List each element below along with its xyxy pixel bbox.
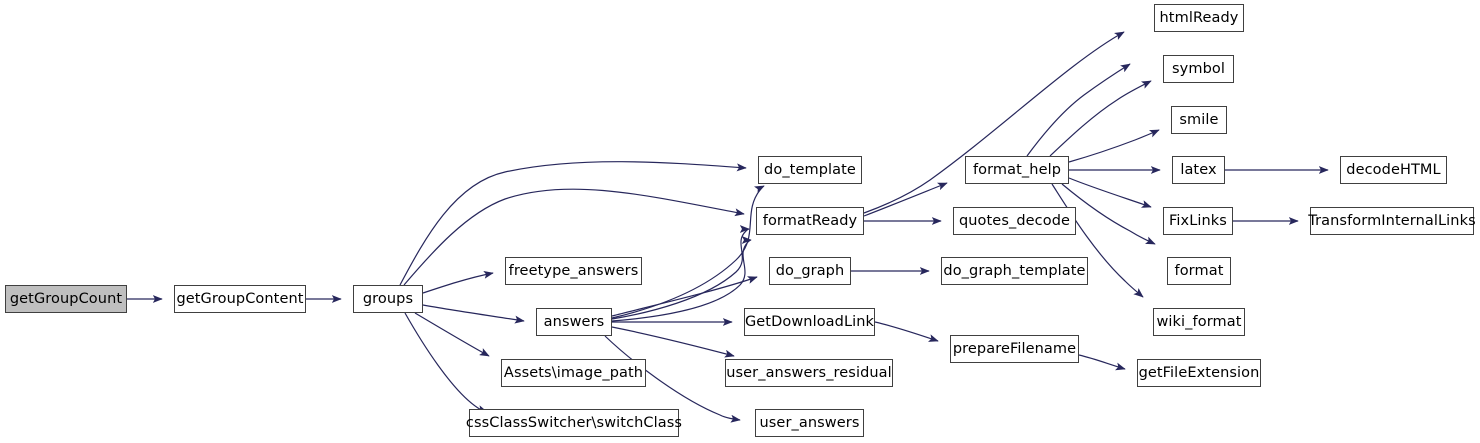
node-label: getGroupContent (176, 290, 304, 307)
node-label: formatReady (762, 212, 858, 229)
node-freetype_answers[interactable]: freetype_answers (505, 257, 642, 285)
node-label: getGroupCount (9, 290, 123, 307)
node-label: format_help (972, 161, 1062, 178)
node-wiki_format[interactable]: wiki_format (1153, 308, 1245, 336)
node-user_answers_residual[interactable]: user_answers_residual (725, 359, 893, 387)
node-FixLinks[interactable]: FixLinks (1163, 207, 1233, 235)
node-label: wiki_format (1156, 313, 1242, 330)
node-smile[interactable]: smile (1171, 106, 1227, 134)
node-label: freetype_answers (508, 262, 639, 279)
node-getGroupContent[interactable]: getGroupContent (174, 285, 306, 313)
node-label: do_template (764, 161, 856, 178)
node-formatReady[interactable]: formatReady (756, 207, 864, 235)
node-answers[interactable]: answers (536, 308, 612, 336)
node-label: do_graph_template (943, 262, 1086, 279)
node-format[interactable]: format (1167, 257, 1231, 285)
node-label: groups (362, 290, 414, 307)
node-prepareFilename[interactable]: prepareFilename (950, 335, 1079, 363)
node-label: decodeHTML (1346, 161, 1441, 178)
node-label: GetDownloadLink (744, 313, 875, 330)
node-label: latex (1180, 161, 1217, 178)
node-TransformInternalLinks[interactable]: TransformInternalLinks (1308, 207, 1476, 235)
node-quotes_decode[interactable]: quotes_decode (953, 207, 1076, 235)
node-getGroupCount[interactable]: getGroupCount (5, 285, 127, 313)
node-label: TransformInternalLinks (1308, 212, 1476, 229)
node-label: user_answers (759, 414, 860, 431)
node-label: FixLinks (1169, 212, 1227, 229)
node-htmlReady[interactable]: htmlReady (1154, 4, 1244, 32)
node-groups[interactable]: groups (353, 285, 423, 313)
node-Assets_image_path[interactable]: Assets\image_path (501, 359, 646, 387)
node-GetDownloadLink[interactable]: GetDownloadLink (744, 308, 875, 336)
node-do_graph[interactable]: do_graph (769, 257, 851, 285)
node-label: format (1174, 262, 1224, 279)
node-user_answers[interactable]: user_answers (755, 409, 864, 437)
node-getFileExtension[interactable]: getFileExtension (1137, 359, 1261, 387)
node-label: prepareFilename (952, 340, 1077, 357)
node-decodeHTML[interactable]: decodeHTML (1340, 156, 1447, 184)
node-format_help[interactable]: format_help (965, 156, 1069, 184)
node-cssClassSwitcher_switchClass[interactable]: cssClassSwitcher\switchClass (465, 409, 683, 437)
node-label: getFileExtension (1138, 364, 1260, 381)
node-do_graph_template[interactable]: do_graph_template (941, 257, 1088, 285)
node-label: symbol (1172, 60, 1225, 77)
node-label: smile (1179, 111, 1219, 128)
node-label: answers (543, 313, 605, 330)
node-symbol[interactable]: symbol (1163, 55, 1234, 83)
node-latex[interactable]: latex (1172, 156, 1225, 184)
node-label: Assets\image_path (503, 364, 644, 381)
node-label: quotes_decode (958, 212, 1071, 229)
node-label: htmlReady (1159, 9, 1239, 26)
node-do_template[interactable]: do_template (758, 156, 862, 184)
node-label: cssClassSwitcher\switchClass (465, 414, 683, 431)
node-label: user_answers_residual (726, 364, 892, 381)
node-label: do_graph (775, 262, 845, 279)
